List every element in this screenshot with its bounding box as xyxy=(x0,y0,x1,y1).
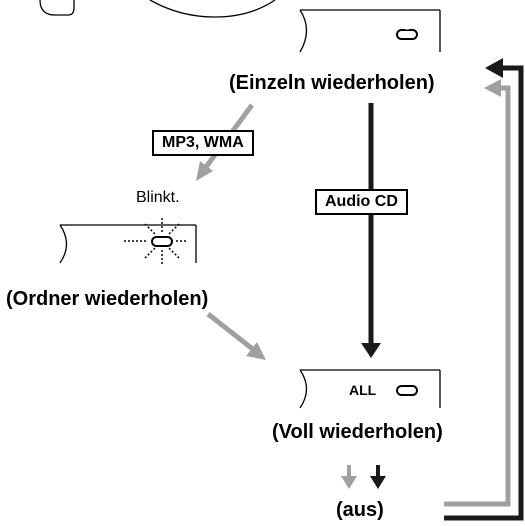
display-folder-repeat xyxy=(59,218,197,265)
mode-label-single: (Einzeln wiederholen) xyxy=(229,72,435,94)
mode-label-all: (Voll wiederholen) xyxy=(272,421,443,443)
badge-audio-cd: Audio CD xyxy=(315,189,408,215)
arrow-down-icon-gray xyxy=(341,465,357,489)
arrow-down-icon-dark xyxy=(370,465,386,489)
badge-mp3-wma: MP3, WMA xyxy=(152,130,254,156)
display-single-repeat xyxy=(299,9,441,53)
repeat-icon xyxy=(396,385,418,396)
remote-outline xyxy=(39,0,276,18)
repeat-icon xyxy=(396,29,418,40)
mode-label-folder: (Ordner wiederholen) xyxy=(6,288,209,310)
dark-arrow-to-all xyxy=(361,103,381,358)
display-all-repeat xyxy=(299,369,441,409)
gray-arrow-to-all xyxy=(206,312,266,360)
mode-label-off: (aus) xyxy=(336,499,384,521)
repeat-icon-blinking xyxy=(124,218,188,265)
dark-return-loop xyxy=(444,58,524,521)
gray-return-loop xyxy=(444,79,511,507)
display-all-text: ALL xyxy=(349,382,377,398)
blink-label: Blinkt. xyxy=(136,189,180,206)
